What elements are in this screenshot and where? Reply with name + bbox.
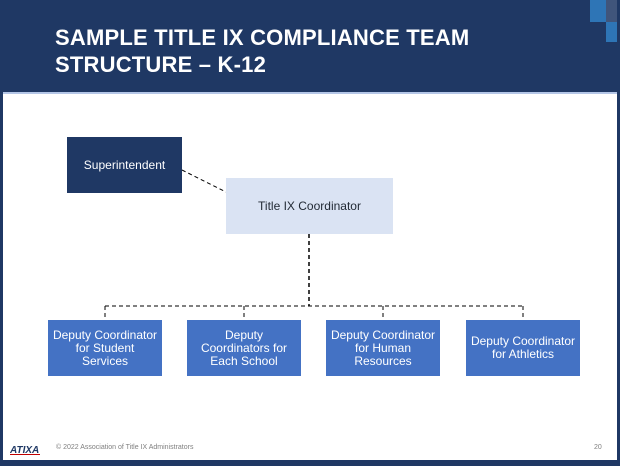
slide-title-line-1: SAMPLE TITLE IX COMPLIANCE TEAM bbox=[55, 25, 470, 50]
slide-title-line-2: STRUCTURE – K-12 bbox=[55, 52, 267, 77]
title-ix-coordinator-box: Title IX Coordinator bbox=[226, 178, 393, 234]
superintendent-label: Superintendent bbox=[83, 157, 166, 172]
slide-title: SAMPLE TITLE IX COMPLIANCE TEAM STRUCTUR… bbox=[55, 24, 555, 78]
superintendent-connector bbox=[181, 169, 227, 193]
page-number: 20 bbox=[594, 444, 602, 451]
deputy-athletics-box: Deputy Coordinator for Athletics bbox=[466, 320, 580, 376]
deputy-student-services-box: Deputy Coordinator for Student Services bbox=[48, 320, 162, 376]
atixa-logo: ATIXA bbox=[10, 445, 40, 455]
deputy-label: Deputy Coordinator for Athletics bbox=[470, 334, 576, 361]
footer-copyright: © 2022 Association of Title IX Administr… bbox=[56, 444, 194, 451]
deputy-label: Deputy Coordinator for Human Resources bbox=[330, 327, 436, 368]
deputy-human-resources-box: Deputy Coordinator for Human Resources bbox=[326, 320, 440, 376]
title-banner: SAMPLE TITLE IX COMPLIANCE TEAM STRUCTUR… bbox=[0, 0, 620, 92]
corner-accent-block bbox=[590, 0, 606, 22]
title-ix-coordinator-label: Title IX Coordinator bbox=[258, 198, 361, 213]
deputy-label: Deputy Coordinators for Each School bbox=[200, 327, 288, 368]
corner-accent-block bbox=[606, 22, 620, 42]
superintendent-box: Superintendent bbox=[67, 137, 182, 193]
deputy-label: Deputy Coordinator for Student Services bbox=[52, 327, 158, 368]
deputy-each-school-box: Deputy Coordinators for Each School bbox=[187, 320, 301, 376]
slide-border-bottom bbox=[0, 460, 620, 466]
header-divider bbox=[0, 92, 620, 94]
corner-accent-block bbox=[606, 0, 620, 22]
slide-border-left bbox=[0, 0, 3, 466]
svg-text:ATIXA: ATIXA bbox=[10, 445, 39, 455]
slide-border-right bbox=[617, 0, 620, 466]
